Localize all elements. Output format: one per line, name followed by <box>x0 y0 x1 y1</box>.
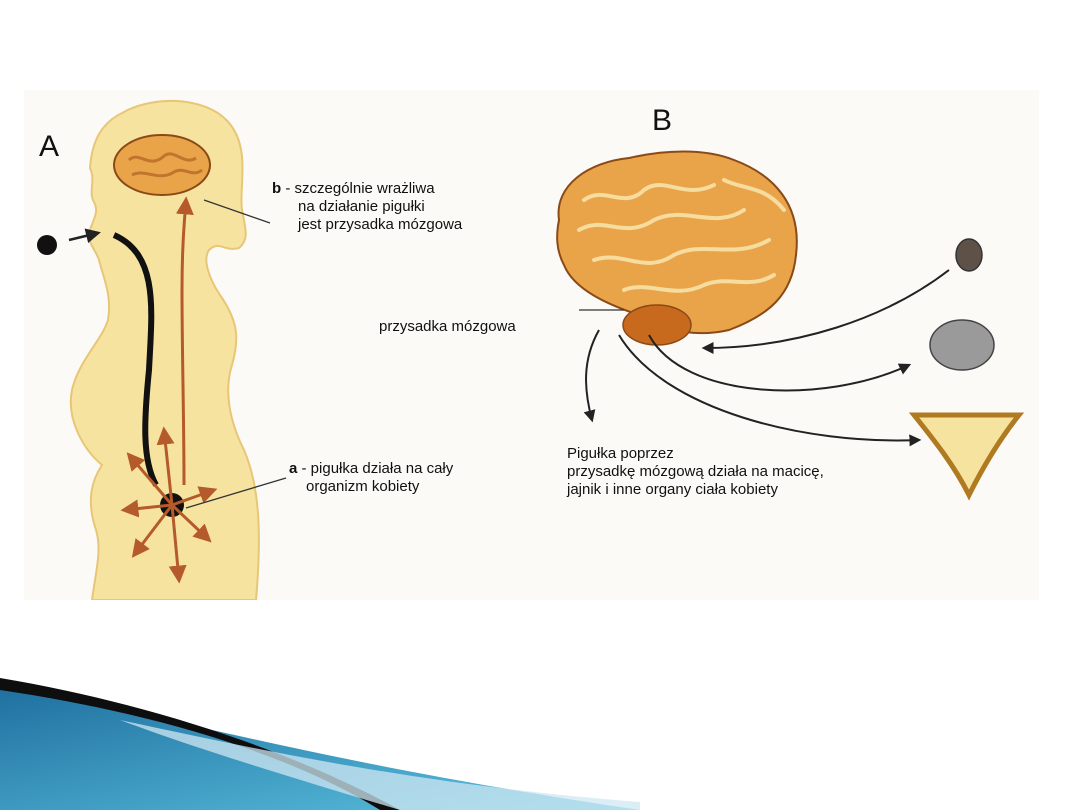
pituitary-gland <box>622 304 692 346</box>
label-przysadka: przysadka mózgowa <box>379 318 516 335</box>
figure-panel: A B b - szczególnie wrażliwa na działani… <box>24 90 1039 600</box>
organ-uterus <box>908 412 1025 501</box>
label-b-line2: na działanie pigułki <box>298 198 425 215</box>
label-b-text1: - szczególnie wrażliwa <box>285 180 435 197</box>
pill-oral <box>37 235 57 255</box>
panel-letter-a: A <box>39 130 60 163</box>
organ-ovary <box>929 319 995 371</box>
label-a-text1: - pigułka działa na cały <box>301 460 454 477</box>
label-pill-line3: jajnik i inne organy ciała kobiety <box>567 481 778 498</box>
label-a-line2: organizm kobiety <box>306 478 420 495</box>
label-a-line1: a - pigułka działa na cały <box>289 460 453 477</box>
panel-letter-b: B <box>652 104 673 137</box>
label-pill-line2: przysadkę mózgową działa na macicę, <box>567 463 824 480</box>
label-pill-line1: Pigułka poprzez <box>567 445 674 462</box>
label-b-line1: b - szczególnie wrażliwa <box>272 180 435 197</box>
illustration <box>37 99 1025 600</box>
label-b-key: b <box>272 180 282 197</box>
label-a-key: a <box>289 460 298 477</box>
decorative-swoosh <box>0 678 640 810</box>
label-b-line3: jest przysadka mózgowa <box>298 216 463 233</box>
head-brain <box>113 134 211 196</box>
organ-small <box>955 238 983 272</box>
digestive-tract <box>112 232 159 487</box>
